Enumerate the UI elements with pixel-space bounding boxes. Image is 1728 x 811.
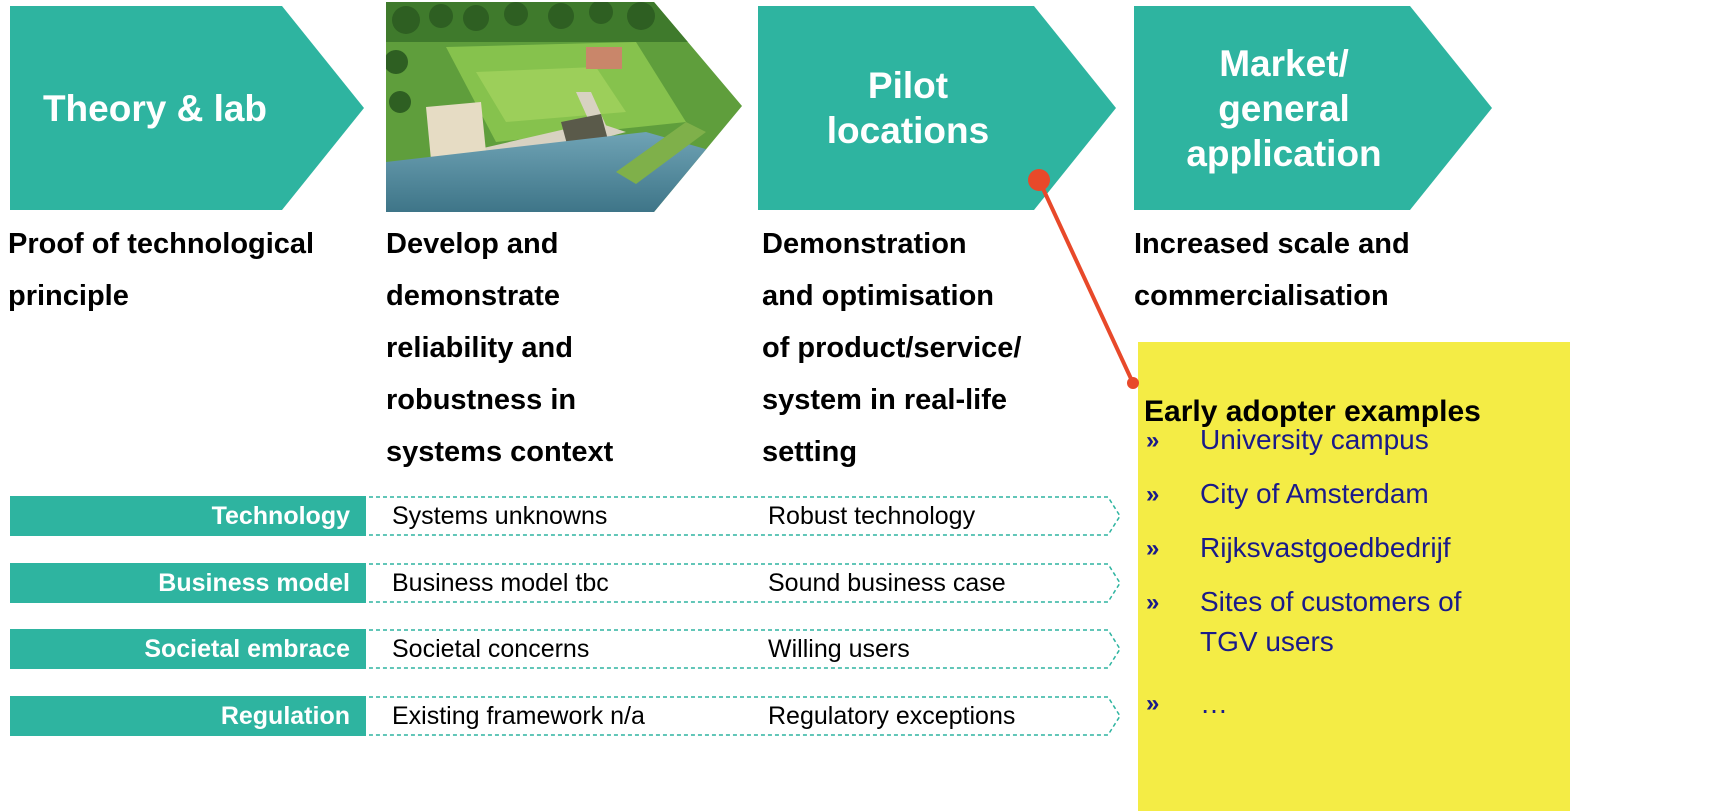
row-arrow (369, 563, 1121, 603)
stage-4-description: Increased scale and commercialisation (1134, 228, 1410, 312)
early-adopter-item: Rijksvastgoedbedrijf (1200, 532, 1451, 563)
row-label-technology: Technology (10, 496, 366, 536)
row-after-business-model: Sound business case (768, 569, 1006, 597)
stage-3-description: Demonstration and optimisation of produc… (762, 228, 1022, 468)
stage-3-chevron (758, 6, 1116, 210)
stage-2-illustration (386, 2, 742, 212)
list-bullet: » (1146, 535, 1160, 562)
stage-1-chevron (10, 6, 364, 210)
early-adopter-item: … (1200, 688, 1228, 719)
row-after-technology: Robust technology (768, 502, 976, 530)
row-label-regulation: Regulation (10, 696, 366, 736)
early-adopter-item: University campus (1200, 424, 1429, 455)
stage-1-label: Theory & lab (42, 87, 268, 129)
row-arrow (369, 629, 1121, 669)
row-before-societal-embrace: Societal concerns (392, 635, 590, 663)
row-before-technology: Systems unknowns (392, 502, 608, 530)
row-arrow (369, 696, 1121, 736)
stage-1-description: Proof of technological principle (8, 228, 315, 312)
row-after-regulation: Regulatory exceptions (768, 702, 1016, 730)
row-label-societal-embrace: Societal embrace (10, 629, 366, 669)
row-label-business-model: Business model (10, 563, 366, 603)
early-adopters-panel (1138, 342, 1570, 811)
list-bullet: » (1146, 589, 1160, 616)
row-arrow (369, 496, 1121, 536)
list-bullet: » (1146, 427, 1160, 454)
stage-2-description: Develop and demonstrate reliability and … (386, 228, 614, 468)
stage-4-chevron (1134, 6, 1492, 210)
row-before-business-model: Business model tbc (392, 569, 609, 597)
list-bullet: » (1146, 481, 1160, 508)
row-after-societal-embrace: Willing users (768, 635, 910, 663)
stage-3-label: Pilot locations (826, 65, 990, 151)
early-adopters-title: Early adopter examples (1144, 395, 1481, 428)
stage-chevrons (10, 6, 1492, 210)
row-before-regulation: Existing framework n/a (392, 702, 645, 730)
list-bullet: » (1146, 690, 1160, 717)
stage-4-label: Market/ general application (1186, 42, 1382, 174)
early-adopter-item: Sites of customers of TGV users (1200, 586, 1462, 657)
early-adopter-item: City of Amsterdam (1200, 478, 1429, 509)
